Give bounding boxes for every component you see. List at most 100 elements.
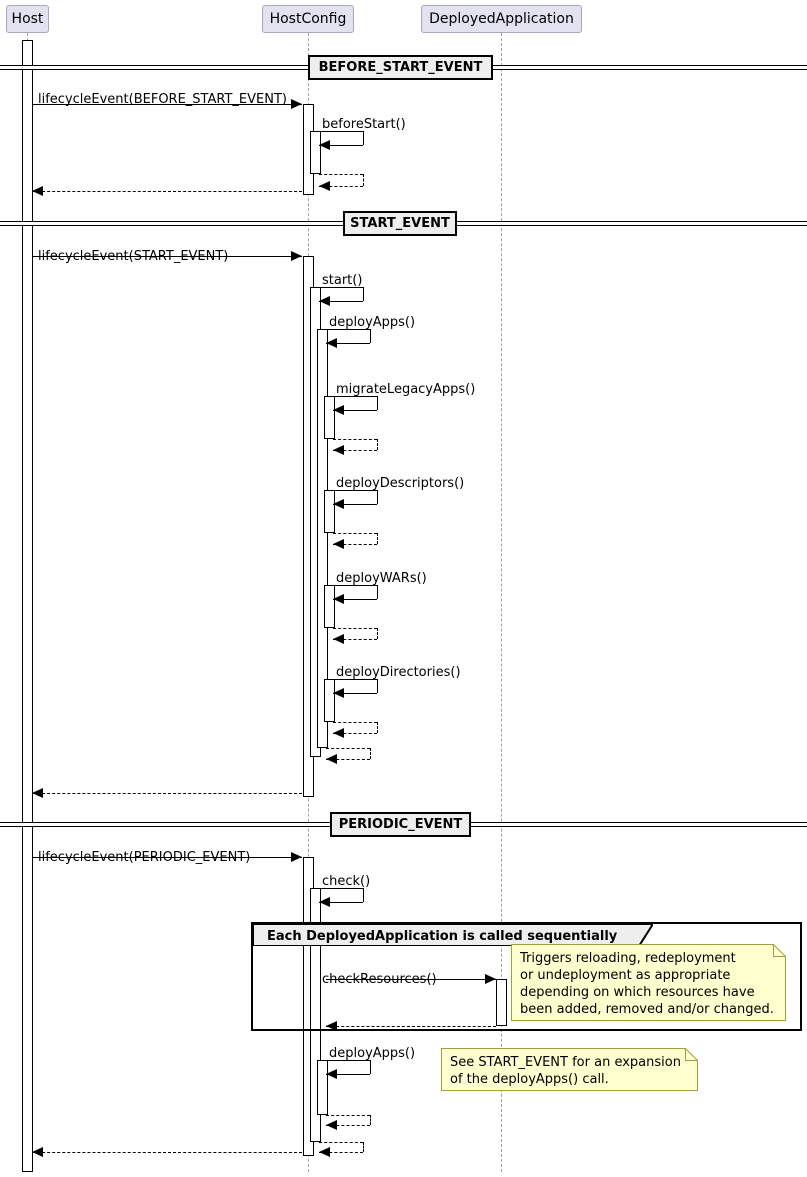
message-line-turn-m23: [370, 1115, 371, 1125]
message-line-turn-m19: [363, 888, 364, 902]
message-label-m5: lifecycleEvent(START_EVENT): [38, 249, 229, 264]
message-line-back-m8: [333, 410, 377, 411]
divider-before-start: BEFORE_START_EVENT: [308, 55, 493, 80]
message-arrowhead-m19: [319, 897, 330, 907]
message-arrowhead-m11: [333, 539, 344, 549]
message-arrowhead-m22: [326, 1069, 337, 1079]
message-arrowhead-m23: [326, 1120, 337, 1130]
lifeline-deployedapp: [501, 33, 502, 1172]
message-arrowhead-m6: [319, 296, 330, 306]
activation-hostconfig-migratelegacyapps: [324, 396, 335, 439]
message-arrowhead-m14: [333, 688, 344, 698]
message-line-back-m10: [333, 504, 377, 505]
activation-hostconfig-deployapps-periodic: [317, 1060, 328, 1115]
note-text-note-checkresources: Triggers reloading, redeployment or unde…: [520, 951, 774, 1017]
message-line-turn-m16: [370, 748, 371, 759]
message-arrowhead-m20: [485, 974, 496, 984]
activation-hostconfig-deploydescriptors: [324, 490, 335, 533]
message-arrowhead-m21: [326, 1021, 337, 1031]
activation-hostconfig-deploywars: [324, 585, 335, 628]
message-arrowhead-m15: [333, 728, 344, 738]
message-label-m14: deployDirectories(): [336, 665, 461, 680]
message-line-out-m16: [326, 748, 370, 749]
message-arrowhead-m24: [319, 1147, 330, 1157]
message-arrowhead-m10: [333, 499, 344, 509]
message-arrowhead-m18: [291, 852, 302, 862]
note-note-deployapps: [441, 1048, 698, 1091]
note-note-checkresources: [511, 944, 786, 1021]
message-label-m10: deployDescriptors(): [336, 476, 465, 491]
message-label-m2: beforeStart(): [322, 117, 406, 132]
group-label-each-deployed-application: Each DeployedApplication is called seque…: [267, 929, 618, 944]
message-line-out-m7: [326, 329, 370, 330]
message-line-back-m13: [333, 639, 377, 640]
message-label-m8: migrateLegacyApps(): [336, 382, 476, 397]
activation-host: [22, 40, 33, 1172]
message-arrowhead-m5: [291, 251, 302, 261]
message-line-out-m2: [319, 131, 363, 132]
message-line-back-m9: [333, 450, 377, 451]
message-line-back-m19: [319, 902, 363, 903]
participant-deployedapp[interactable]: DeployedApplication: [421, 5, 582, 33]
message-line-turn-m13: [377, 628, 378, 639]
participant-hostconfig[interactable]: HostConfig: [262, 5, 354, 33]
group-header-each-deployed-application: [253, 924, 653, 946]
activation-deployedapp-checkresources: [496, 979, 507, 1026]
message-line-out-m3: [319, 174, 363, 175]
message-arrowhead-m7: [326, 338, 337, 348]
message-arrowhead-m17: [32, 788, 43, 798]
message-line-back-m3: [319, 186, 363, 187]
message-line-out-m6: [319, 287, 363, 288]
message-arrowhead-m2: [319, 140, 330, 150]
message-line-turn-m15: [377, 722, 378, 733]
message-arrowhead-m1: [291, 99, 302, 109]
divider-periodic: PERIODIC_EVENT: [330, 812, 471, 837]
message-line-out-m11: [333, 533, 377, 534]
message-line-m18: [32, 857, 302, 858]
message-line-out-m14: [333, 679, 377, 680]
message-line-back-m24: [319, 1152, 363, 1153]
message-line-out-m12: [333, 585, 377, 586]
message-arrowhead-m3: [319, 181, 330, 191]
message-label-m7: deployApps(): [329, 315, 416, 330]
message-line-m1: [32, 104, 302, 105]
message-line-turn-m22: [370, 1060, 371, 1074]
message-line-back-m6: [319, 301, 363, 302]
message-line-turn-m7: [370, 329, 371, 343]
message-line-out-m24: [319, 1142, 363, 1143]
message-line-back-m16: [326, 759, 370, 760]
message-line-back-m2: [319, 145, 363, 146]
message-line-back-m22: [326, 1074, 370, 1075]
participant-host[interactable]: Host: [6, 5, 49, 33]
message-line-turn-m24: [363, 1142, 364, 1152]
activation-hostconfig-beforestart: [310, 131, 321, 174]
message-arrowhead-m16: [326, 754, 337, 764]
message-arrowhead-m25: [32, 1147, 43, 1157]
message-label-m1: lifecycleEvent(BEFORE_START_EVENT): [38, 92, 287, 107]
message-line-out-m19: [319, 888, 363, 889]
message-line-turn-m11: [377, 533, 378, 544]
message-label-m22: deployApps(): [329, 1046, 416, 1061]
message-line-back-m7: [326, 343, 370, 344]
message-line-out-m10: [333, 490, 377, 491]
message-line-turn-m2: [363, 131, 364, 145]
message-arrowhead-m4: [32, 186, 43, 196]
message-line-out-m13: [333, 628, 377, 629]
message-line-back-m12: [333, 599, 377, 600]
message-line-out-m22: [326, 1060, 370, 1061]
message-line-m5: [32, 256, 302, 257]
note-text-note-deployapps: See START_EVENT for an expansion of the …: [450, 1055, 681, 1087]
message-arrowhead-m9: [333, 445, 344, 455]
activation-hostconfig-deploydirectories: [324, 679, 335, 722]
message-line-turn-m10: [377, 490, 378, 504]
message-line-turn-m12: [377, 585, 378, 599]
message-line-turn-m14: [377, 679, 378, 693]
message-line-back-m15: [333, 733, 377, 734]
message-line-m20: [326, 979, 496, 980]
message-line-m17: [32, 793, 302, 794]
divider-start: START_EVENT: [343, 211, 457, 236]
message-label-m18: lifecycleEvent(PERIODIC_EVENT): [38, 850, 251, 865]
message-label-m20: checkResources(): [322, 972, 437, 987]
message-line-turn-m3: [363, 174, 364, 186]
